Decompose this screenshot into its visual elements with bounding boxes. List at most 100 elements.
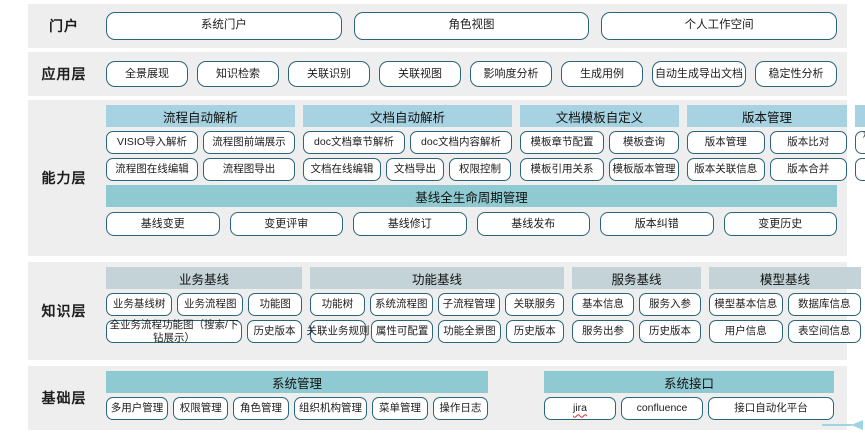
knowledge-item[interactable]: 服务出参 [572, 320, 634, 343]
knowledge-item[interactable]: 系统流程图 [369, 293, 433, 316]
knowledge-item[interactable]: 功能树 [310, 293, 365, 316]
capability-item[interactable]: 模板章节配置 [520, 131, 604, 154]
group-knowledge-3: 模型基线模型基本信息数据库信息用户信息表空间信息 [709, 267, 861, 343]
lifecycle-banner-row: 基线变更变更评审基线修订基线发布版本纠错变更历史 [106, 212, 837, 236]
group-title: 系统接口 [544, 371, 834, 393]
group-title: 系统管理 [106, 371, 488, 393]
application-item[interactable]: 全景展现 [106, 61, 188, 87]
application-item[interactable]: 自动生成导出文档 [652, 61, 746, 87]
application-item[interactable]: 关联识别 [288, 61, 370, 87]
knowledge-item[interactable]: 模型基本信息 [709, 293, 783, 316]
knowledge-item[interactable]: 数据库信息 [787, 293, 861, 316]
group-knowledge-0: 业务基线业务基线树业务流程图功能图全业务流程功能图（搜索/下钻展示）历史版本 [106, 267, 302, 344]
foundation-item[interactable]: 接口自动化平台 [708, 397, 834, 420]
group-row: 产品管理 [855, 158, 865, 181]
capability-item[interactable]: 版本比对 [769, 131, 847, 154]
knowledge-item[interactable]: 业务流程图 [177, 293, 244, 316]
foundation-item[interactable]: 多用户管理 [106, 397, 169, 420]
foundation-item[interactable]: 操作日志 [432, 397, 489, 420]
knowledge-item[interactable]: 全业务流程功能图（搜索/下钻展示） [106, 319, 242, 344]
corner-arrow-icon [851, 420, 863, 430]
lifecycle-item[interactable]: 版本纠错 [600, 212, 714, 236]
capability-item[interactable]: 模板查询 [609, 131, 679, 154]
group-row: 版本管理版本比对 [687, 131, 847, 154]
knowledge-item[interactable]: 历史版本 [247, 320, 302, 343]
group-rows: 业务基线树业务流程图功能图全业务流程功能图（搜索/下钻展示）历史版本 [106, 293, 302, 344]
group-row: 基本信息服务入参 [572, 293, 701, 316]
group-title: 版本管理 [687, 105, 847, 127]
layer-label-foundation: 基础层 [41, 390, 87, 406]
layer-label-portal: 门户 [49, 18, 79, 34]
group-row: 模型基本信息数据库信息 [709, 293, 861, 316]
group-row: 版本关联信息版本合并 [687, 158, 847, 181]
group-title: 文档自动解析 [303, 105, 512, 127]
capability-item[interactable]: 版本管理 [687, 131, 765, 154]
capability-item[interactable]: 流程图在线编辑 [106, 158, 198, 181]
knowledge-item[interactable]: 属性可配置 [371, 320, 434, 343]
knowledge-item[interactable]: 功能全景图 [438, 320, 501, 343]
knowledge-item[interactable]: 基本信息 [572, 293, 634, 316]
capability-item[interactable]: doc文档内容解析 [410, 131, 512, 154]
knowledge-item[interactable]: 历史版本 [639, 320, 701, 343]
application-item[interactable]: 稳定性分析 [755, 61, 837, 87]
capability-item[interactable]: 模板版本管理 [609, 158, 679, 181]
knowledge-item[interactable]: 功能图 [248, 293, 302, 316]
capability-item[interactable]: 产品管理 [855, 158, 865, 181]
capability-item[interactable]: doc文档章节解析 [303, 131, 405, 154]
capability-item[interactable]: 文档导出 [386, 158, 444, 181]
capability-item[interactable]: 流程图前端展示 [203, 131, 295, 154]
group-title: 服务基线 [572, 267, 701, 289]
application-item[interactable]: 关联视图 [379, 61, 461, 87]
foundation-item[interactable]: confluence [621, 397, 703, 420]
capability-item[interactable]: VISIO导入解析 [106, 131, 198, 154]
knowledge-item[interactable]: 用户信息 [709, 320, 783, 343]
application-item[interactable]: 知识检索 [197, 61, 279, 87]
capability-item[interactable]: 标签管理/自定义 [855, 130, 865, 154]
lifecycle-item[interactable]: 变更历史 [723, 212, 837, 236]
knowledge-item[interactable]: 业务基线树 [106, 293, 173, 316]
application-item[interactable]: 影响度分析 [470, 61, 552, 87]
lifecycle-item[interactable]: 基线发布 [476, 212, 590, 236]
knowledge-item[interactable]: 表空间信息 [787, 320, 861, 343]
lifecycle-item[interactable]: 基线修订 [353, 212, 467, 236]
capability-item[interactable]: 版本合并 [769, 158, 847, 181]
knowledge-item[interactable]: 服务入参 [639, 293, 701, 316]
foundation-item[interactable]: 菜单管理 [372, 397, 428, 420]
capability-item[interactable]: 版本关联信息 [687, 158, 765, 181]
layer-body-application: 全景展现知识检索关联识别关联视图影响度分析生成用例自动生成导出文档稳定性分析 [100, 52, 843, 96]
layer-band-portal: 门户 系统门户角色视图个人工作空间 [28, 4, 847, 48]
lifecycle-item[interactable]: 基线变更 [106, 212, 220, 236]
knowledge-groups: 业务基线业务基线树业务流程图功能图全业务流程功能图（搜索/下钻展示）历史版本功能… [100, 262, 861, 344]
knowledge-item[interactable]: 历史版本 [505, 320, 564, 343]
group-row: 模板引用关系模板版本管理 [520, 158, 679, 181]
lifecycle-item[interactable]: 变更评审 [229, 212, 343, 236]
group-capability-2: 文档模板自定义模板章节配置模板查询模板引用关系模板版本管理 [520, 105, 679, 181]
application-item[interactable]: 生成用例 [561, 61, 643, 87]
capability-item[interactable]: 流程图导出 [203, 158, 295, 181]
knowledge-item[interactable]: 子流程管理 [437, 293, 501, 316]
foundation-item[interactable]: 角色管理 [233, 397, 289, 420]
group-row: 业务基线树业务流程图功能图 [106, 293, 302, 316]
group-row: 用户信息表空间信息 [709, 320, 861, 343]
capability-item[interactable]: 文档在线编辑 [303, 158, 381, 181]
knowledge-item[interactable]: 关联服务 [505, 293, 564, 316]
foundation-item[interactable]: jira [544, 397, 616, 420]
portal-item[interactable]: 个人工作空间 [601, 12, 838, 40]
portal-item[interactable]: 系统门户 [106, 12, 342, 40]
foundation-item[interactable]: 权限管理 [173, 397, 229, 420]
capability-item[interactable]: 权限控制 [449, 158, 511, 181]
lifecycle-banner-title: 基线全生命周期管理 [106, 185, 837, 207]
foundation-item[interactable]: 组织机构管理 [293, 397, 368, 420]
capability-item[interactable]: 模板引用关系 [520, 158, 604, 181]
layer-label-application: 应用层 [41, 66, 87, 82]
portal-item[interactable]: 角色视图 [353, 12, 590, 40]
group-capability-3: 版本管理版本管理版本比对版本关联信息版本合并 [687, 105, 847, 181]
knowledge-item[interactable]: 关联业务规则 [307, 320, 370, 343]
